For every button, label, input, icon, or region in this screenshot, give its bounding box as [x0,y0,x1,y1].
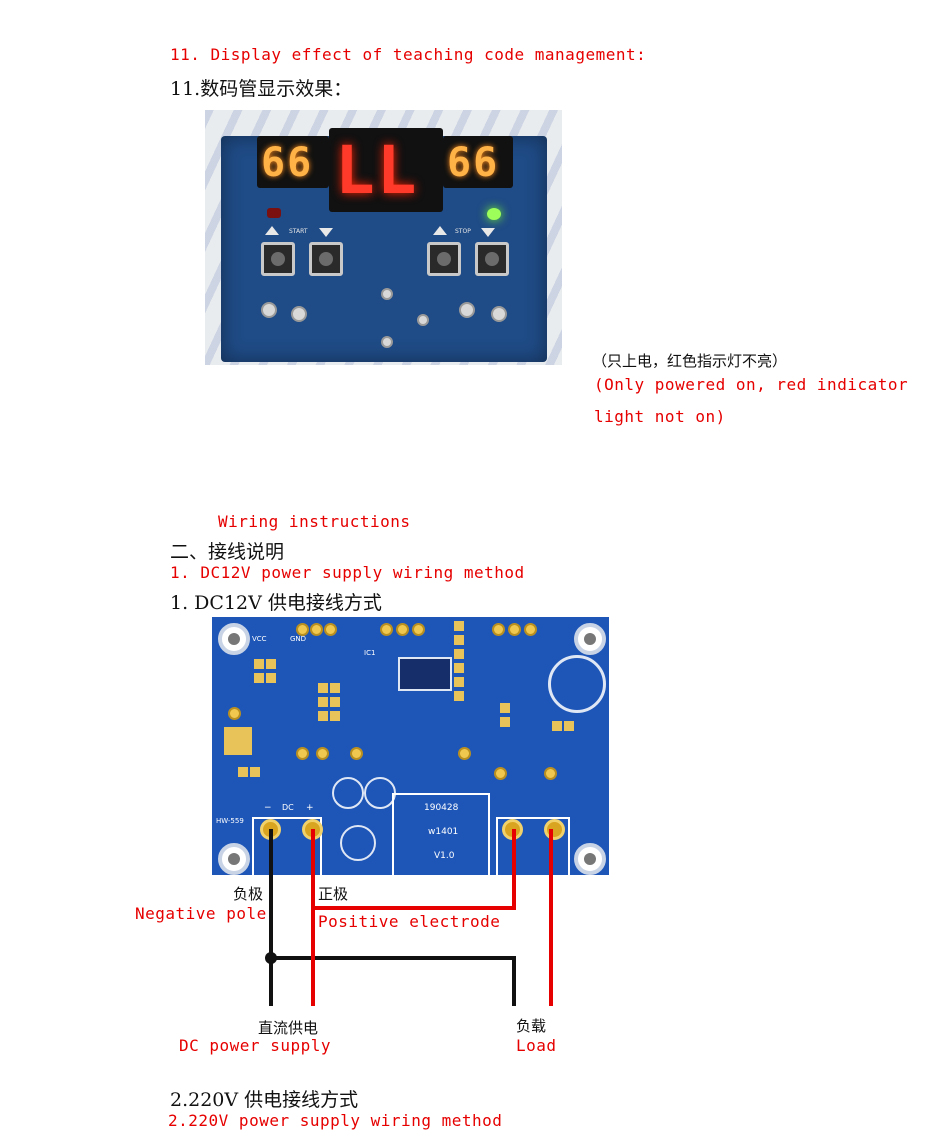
relay-in-wire [512,829,516,910]
display-module-photo: 66 LL 66 START STOP [205,110,562,365]
red-indicator-led [267,208,281,218]
photo-note-en-line1: (Only powered on, red indicator [594,375,909,394]
load-en-label: Load [516,1036,557,1055]
photo-note-en-line2: light not on) [594,407,726,426]
load-negative-wire [512,956,516,1006]
section2-cn-title: 2.220V 供电接线方式 [170,1089,359,1111]
photo-note-cn: （只上电，红色指示灯不亮） [592,352,788,370]
chip-line3: V1.0 [434,851,455,861]
dc-label: DC [282,803,294,812]
load-cn-label: 负载 [516,1017,547,1035]
dc-supply-cn-label: 直流供电 [258,1019,319,1037]
mount-hole [218,843,250,875]
wiring-cn-title: 二、接线说明 [170,541,285,563]
up-arrow-icon [433,226,447,235]
left-digits: 66 [261,140,314,186]
plus-label: + [306,803,314,813]
right-digits: 66 [447,140,500,186]
down-arrow-icon [319,228,333,237]
start-up-button[interactable] [261,242,295,276]
minus-label: − [264,803,272,813]
dc-supply-en-label: DC power supply [179,1036,331,1055]
ic-footprint [398,657,452,691]
vcc-label: VCC [252,635,267,643]
stop-down-button[interactable] [475,242,509,276]
negative-en-label: Negative pole [135,904,267,923]
wiring-en-title: Wiring instructions [218,512,411,531]
section11-en-title: 11. Display effect of teaching code mana… [170,45,647,64]
module-board: 66 LL 66 START STOP [221,128,547,362]
junction-dot [265,952,277,964]
negative-wire [269,829,273,1006]
mount-hole [574,843,606,875]
gnd-label: GND [290,635,307,643]
start-down-button[interactable] [309,242,343,276]
negative-bridge-wire [271,956,516,960]
green-indicator-led [487,208,501,220]
chip-label-box: 190428 w1401 V1.0 [392,793,490,875]
stop-label: STOP [455,228,471,235]
load-positive-wire [549,829,553,1006]
negative-cn-label: 负极 [233,885,264,903]
mount-hole [218,623,250,655]
start-label: START [289,228,308,235]
section2-en-title: 2.220V power supply wiring method [168,1111,503,1130]
pcb-board-image: IC1 VCC GND 190428 w1401 V1.0 HW- [212,617,609,875]
load-terminal-2 [544,819,565,840]
positive-en-label: Positive electrode [318,912,501,931]
down-arrow-icon [481,228,495,237]
ic1-label: IC1 [364,649,376,657]
positive-cn-label: 正极 [318,885,349,903]
model-label: HW-559 [216,817,244,825]
dc-cn-title: 1. DC12V 供电接线方式 [170,592,382,614]
section11-cn-title: 11.数码管显示效果： [170,78,353,100]
mount-hole [574,623,606,655]
center-digits: LL [335,132,419,209]
up-arrow-icon [265,226,279,235]
positive-wire [311,829,315,1006]
chip-line2: w1401 [428,827,459,837]
capacitor-outline [548,655,606,713]
positive-to-relay-wire [311,906,516,910]
dc-en-title: 1. DC12V power supply wiring method [170,563,525,582]
stop-up-button[interactable] [427,242,461,276]
chip-line1: 190428 [424,803,459,813]
